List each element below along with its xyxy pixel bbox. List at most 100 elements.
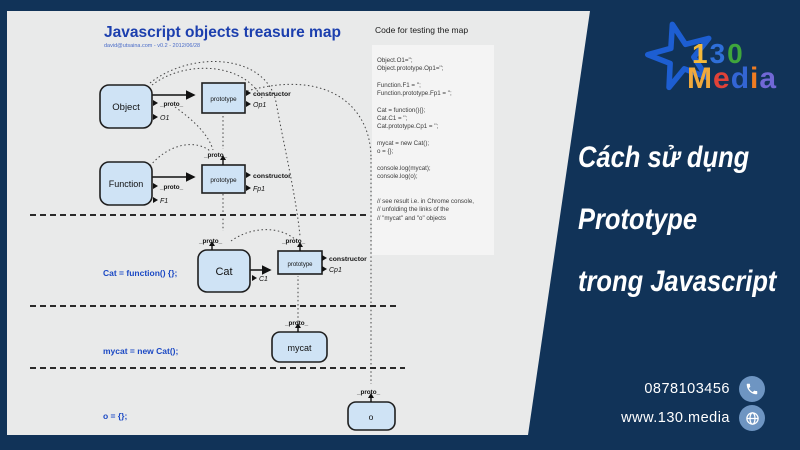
cat-proto-label: _proto_ [198, 238, 223, 245]
website-row: www.130.media [621, 405, 765, 431]
cat-box-label: Cat [215, 266, 232, 278]
logo-letter: i [750, 62, 760, 95]
pointer-icon [153, 100, 158, 106]
mycat-box-label: mycat [287, 343, 312, 353]
code-line: Cat.prototype.Cp1 = ''; [377, 123, 439, 131]
logo-letter: d [730, 62, 751, 95]
link-curve [174, 106, 214, 151]
up-arrowhead-icon [209, 241, 215, 246]
cat-cp1-label: Cp1 [329, 267, 342, 274]
up-arrowhead-icon [295, 323, 301, 328]
object-box [99, 84, 153, 129]
object-box-label: Object [112, 102, 140, 113]
pointer-icon [246, 172, 251, 178]
object-proto-label: _proto_ [159, 101, 184, 108]
cat-prototype-label: prototype [287, 262, 313, 268]
pointer-icon [153, 183, 158, 189]
pointer-icon [153, 114, 158, 120]
code-line: o = {}; [377, 148, 394, 156]
headline-line-1: Cách sử dụng [578, 141, 750, 174]
logo-digit: 1 [692, 38, 710, 69]
code-line [377, 181, 497, 189]
code-line [377, 98, 497, 106]
object-prototype-label: prototype [210, 96, 237, 103]
property-pointers: _proto_ O1 constructor Op1 _proto_ F1 co… [153, 90, 367, 283]
code-line: Function.F1 = ''; [377, 81, 421, 89]
contact-block: 0878103456 www.130.media [621, 376, 765, 431]
object-arrows [152, 90, 272, 275]
headline-line-3: trong Javascript [578, 265, 777, 298]
logo-letter: M [687, 62, 713, 95]
pointer-icon [252, 275, 257, 281]
up-proto-arrows: _proto_ _proto_ _proto_ _proto_ _proto_ [198, 152, 381, 402]
logo-star-icon [645, 21, 712, 91]
website-url: www.130.media [621, 410, 730, 426]
pointer-icon [322, 266, 327, 272]
diagram-title: Javascript objects treasure map [104, 24, 341, 41]
phone-icon [739, 376, 765, 402]
function-box-label: Function [109, 179, 144, 189]
catproto-proto-label: _proto_ [281, 238, 306, 245]
function-f1-label: F1 [160, 198, 168, 205]
headline: Cách sử dụng Prototype trong Javascript [578, 127, 800, 313]
object-o1-label: O1 [160, 115, 169, 122]
code-line [377, 190, 497, 198]
code-line: Cat.C1 = ''; [377, 115, 408, 123]
code-line: // "mycat" and "o" objects [377, 214, 446, 222]
o-box-label: o [369, 412, 374, 422]
code-line: Object.O1=''; [377, 57, 413, 64]
code-line [377, 74, 497, 82]
mycat-statement: mycat = new Cat(); [103, 346, 179, 356]
treasure-map-diagram: Javascript objects treasure map david@ut… [30, 24, 405, 431]
diagram-subtitle: david@utsaina.com - v0.2 - 2012/06/28 [104, 43, 200, 49]
code-listing: Object.O1=''; Object.prototype.Op1=''; F… [377, 57, 497, 223]
logo-digit: 3 [709, 38, 728, 69]
pointer-icon [246, 101, 251, 107]
code-line: // see result i.e. in Chrome console, [377, 198, 474, 206]
proto-chain-links [149, 61, 372, 384]
object-op1-label: Op1 [253, 102, 266, 109]
mycat-proto-label: _proto_ [284, 320, 309, 327]
code-line [377, 157, 497, 165]
o-statement: o = {}; [103, 411, 127, 421]
logo-letter: e [713, 62, 731, 95]
globe-icon [739, 405, 765, 431]
statements: Cat = function() {}; mycat = new Cat(); … [103, 268, 179, 421]
pointer-icon [246, 90, 251, 96]
object-constructor-label: constructor [253, 91, 291, 98]
function-row: Function prototype [99, 161, 246, 206]
code-line: mycat = new Cat(); [377, 139, 430, 147]
cat-row: Cat prototype [197, 249, 323, 293]
pointer-icon [322, 255, 327, 261]
headline-line-2: Prototype [578, 203, 698, 236]
logo-digit: 0 [727, 38, 745, 69]
phone-number: 0878103456 [644, 381, 730, 397]
code-panel-title: Code for testing the map [375, 25, 469, 35]
logo-letter: a [759, 62, 778, 95]
o-proto-label: _proto_ [356, 389, 381, 396]
logo-number: 130 [692, 38, 745, 70]
logo-word: Media [687, 62, 777, 96]
o-row: o [347, 401, 396, 431]
mycat-box [271, 331, 328, 363]
function-constructor-label: constructor [253, 173, 291, 180]
up-arrowhead-icon [220, 155, 226, 160]
cat-c1-label: C1 [259, 276, 268, 283]
function-box [99, 161, 153, 206]
mycat-row: mycat [271, 331, 328, 363]
cat-statement: Cat = function() {}; [103, 268, 178, 278]
code-line: console.log(mycat); [377, 164, 431, 172]
code-line: Function.prototype.Fp1 = ''; [377, 90, 452, 98]
phone-row: 0878103456 [644, 376, 765, 402]
object-prototype-box [201, 82, 246, 114]
code-panel [372, 45, 494, 255]
link-curve [149, 61, 301, 237]
function-prototype-label: prototype [210, 177, 237, 184]
code-line: Cat = function(){}; [377, 106, 426, 114]
function-proto-label: _proto_ [159, 184, 184, 191]
function-fp1-label: Fp1 [253, 186, 265, 193]
up-arrowhead-icon [368, 393, 374, 398]
up-arrowhead-icon [297, 242, 303, 247]
pointer-icon [153, 197, 158, 203]
